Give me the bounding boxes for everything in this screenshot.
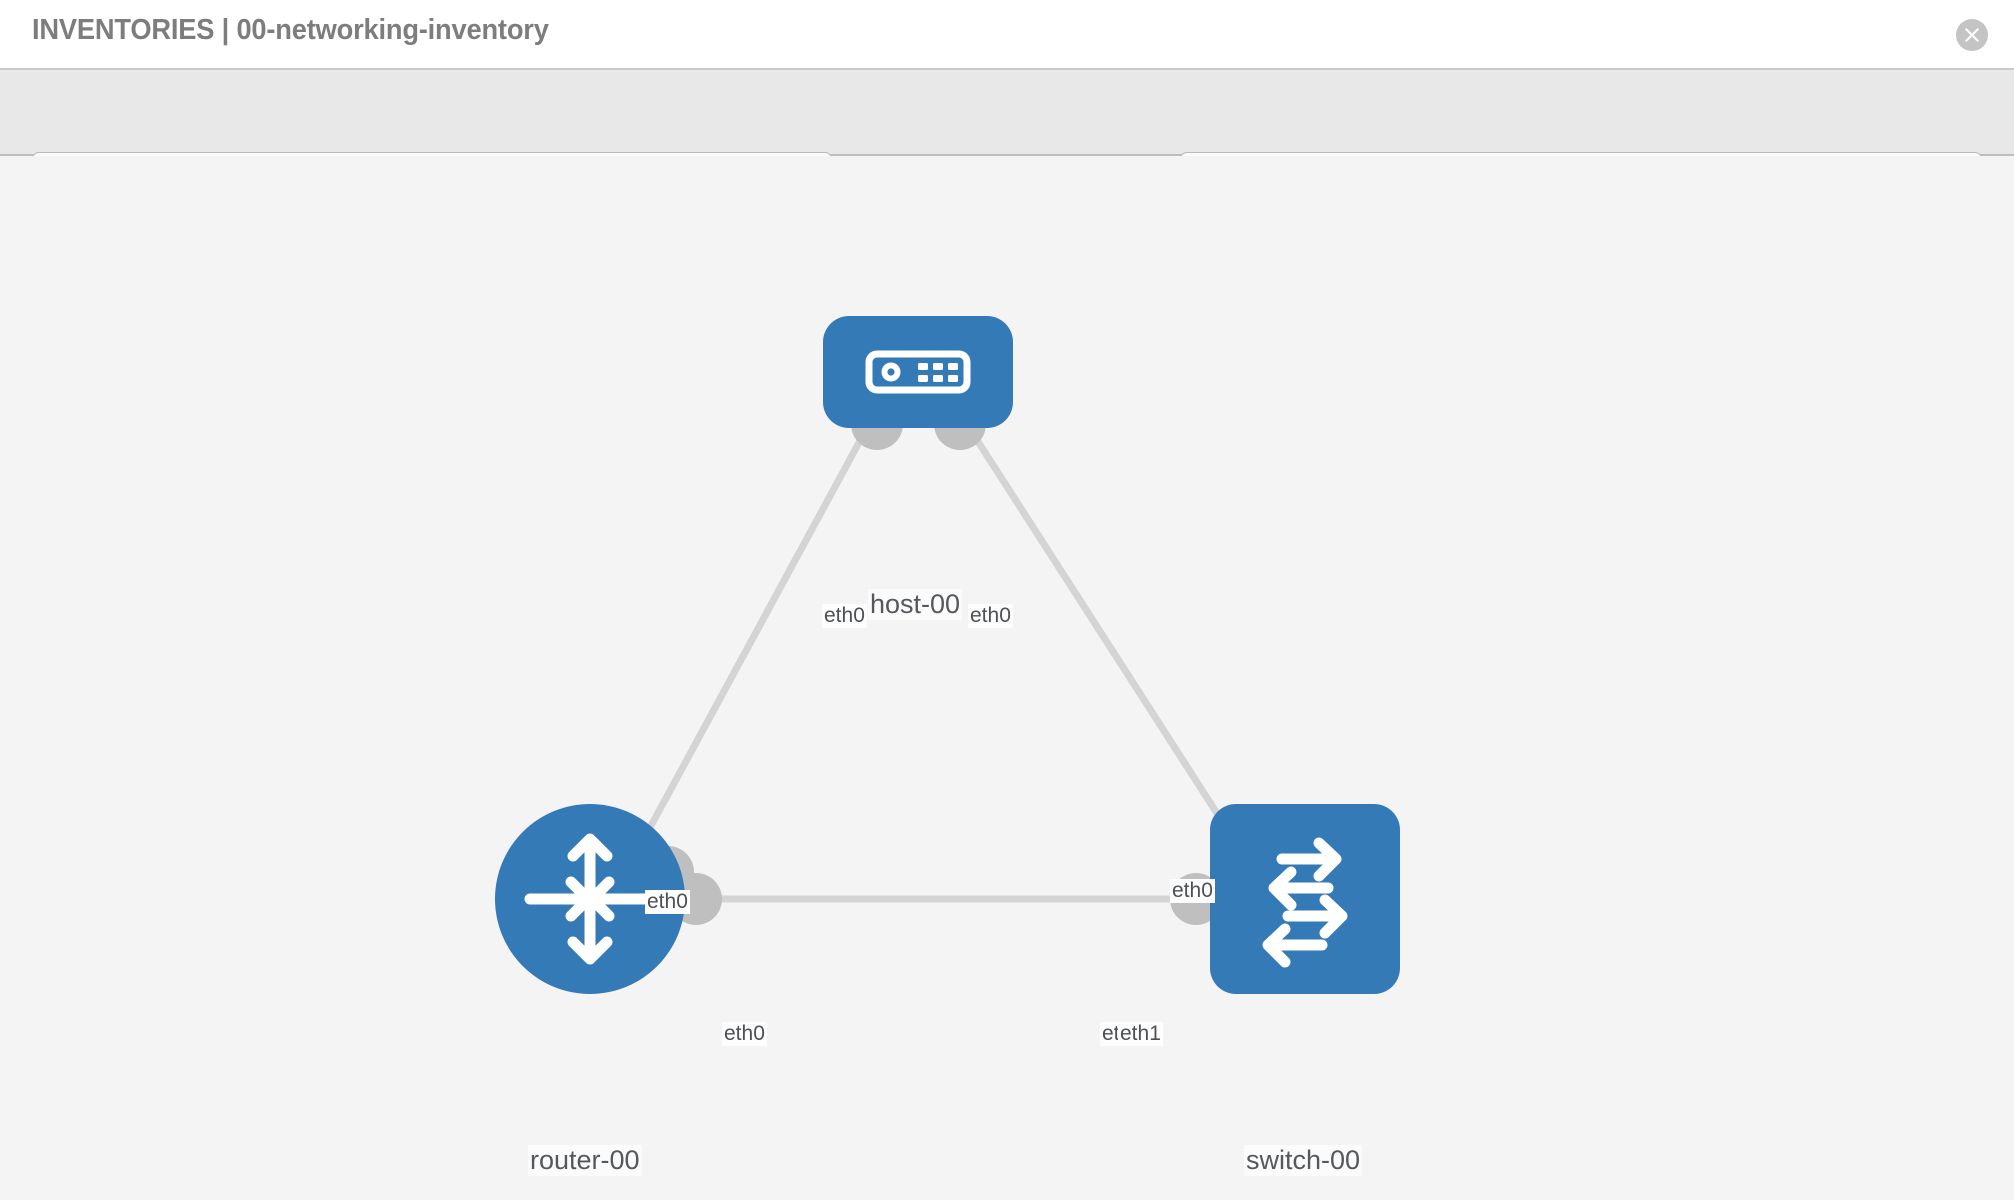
server-appliance-icon — [865, 350, 971, 394]
close-icon[interactable] — [1956, 19, 1988, 51]
topology-node-router-00[interactable] — [495, 804, 685, 994]
four-arrows-icon — [524, 833, 656, 965]
topology-node-switch-00[interactable] — [1210, 804, 1400, 994]
topology-canvas[interactable]: host-00 router-00 switch-00 eth0 eth0 et… — [0, 156, 2014, 1200]
toolbar: ACTIONS SEARCH — [0, 68, 2014, 204]
page-header: INVENTORIES | 00-networking-inventory — [0, 0, 2014, 68]
page-title: INVENTORIES | 00-networking-inventory — [32, 14, 549, 46]
topology-node-host-00[interactable] — [823, 316, 1013, 428]
topology-edges — [636, 398, 1264, 925]
exchange-arrows-icon — [1262, 837, 1348, 968]
